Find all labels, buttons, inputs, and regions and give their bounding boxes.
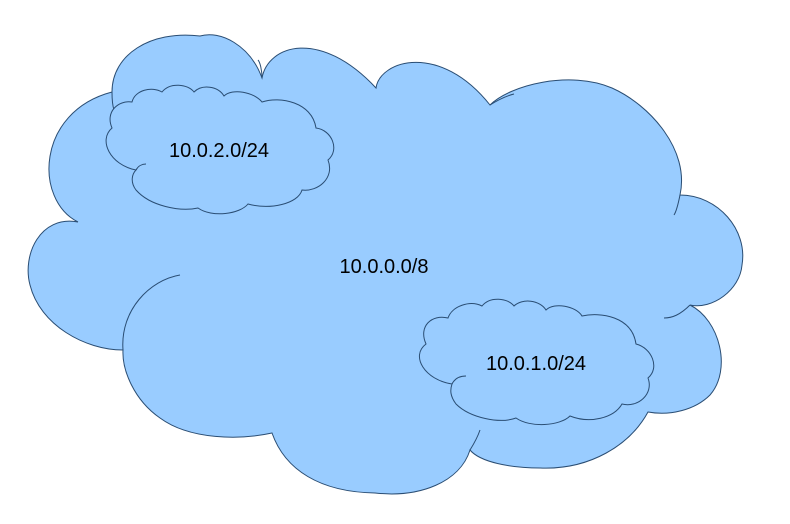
outer-cloud-inner-arc-bottom-right — [663, 304, 691, 319]
outer-cloud-inner-arc-top — [257, 59, 263, 79]
outer-network-label: 10.0.0.0/8 — [340, 256, 429, 278]
subnet-top-left-cloud: 10.0.2.0/24 — [105, 84, 335, 215]
subnet-top-left-label: 10.0.2.0/24 — [169, 140, 269, 162]
subnet-bottom-right-cloud-shape — [419, 298, 655, 425]
outer-cloud-inner-arc-right — [673, 194, 681, 216]
subnet-bottom-right-label: 10.0.1.0/24 — [486, 353, 586, 375]
subnet-bottom-right-inner-arc — [451, 375, 467, 385]
outer-cloud-inner-arc-left — [122, 274, 181, 351]
subnet-bottom-right-cloud: 10.0.1.0/24 — [419, 298, 655, 425]
outer-cloud-inner-arc-bottom — [469, 429, 481, 451]
subnet-top-left-inner-arc — [135, 163, 147, 171]
subnet-top-left-cloud-shape — [105, 84, 335, 215]
outer-cloud-inner-arc-topright — [489, 93, 515, 106]
